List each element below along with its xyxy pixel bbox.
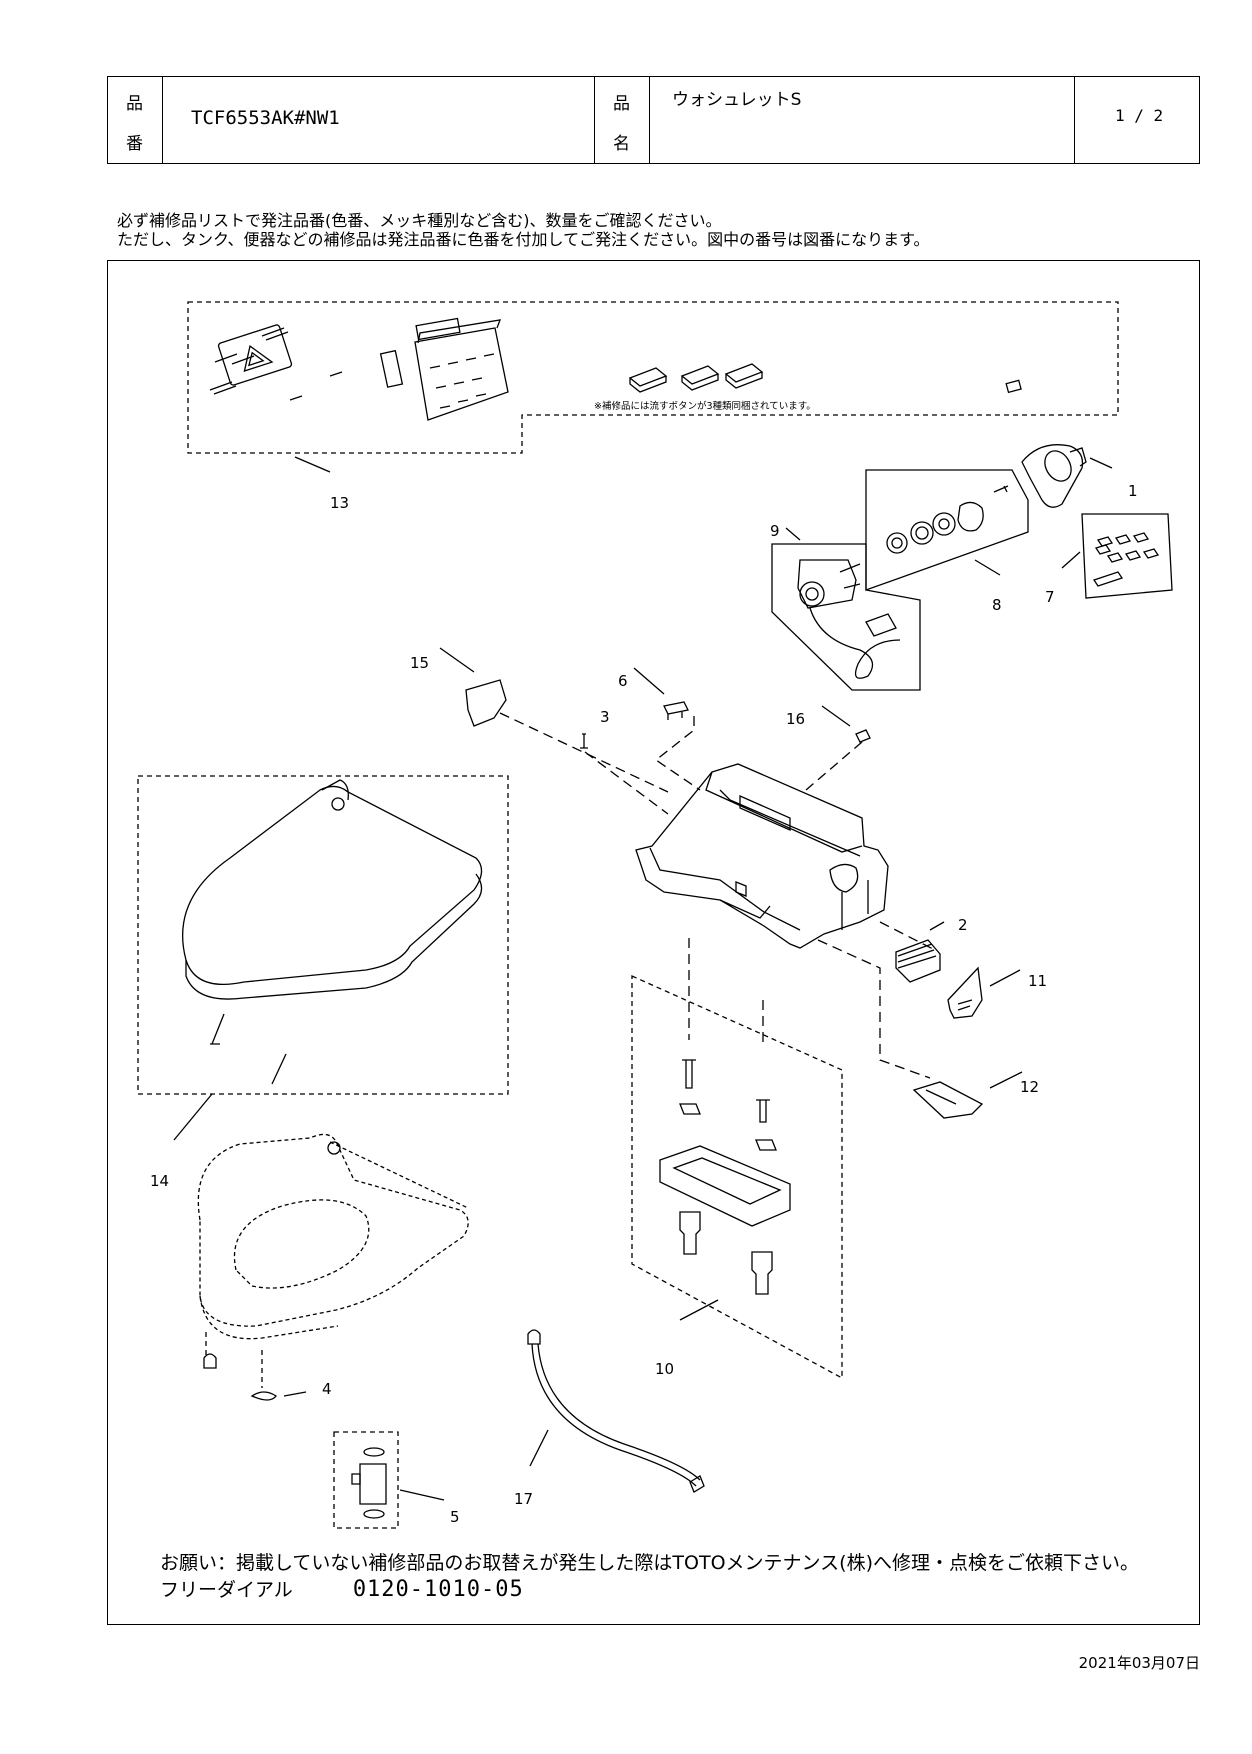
part-no-label-1: 品	[126, 94, 143, 114]
issue-date: 2021年03月07日	[1078, 1654, 1200, 1672]
part-8-rings	[886, 485, 1009, 554]
part-1-knob	[1021, 444, 1087, 508]
part-6-clip	[663, 701, 689, 720]
notice-line-1: 必ず補修品リストで発注品番(色番、メッキ種別など含む)、数量をご確認ください。	[117, 211, 722, 230]
button-note: ※補修品には流すボタンが3種類同梱されています。	[594, 401, 816, 412]
header-table: 品 番 TCF6553AK#NW1 品 名 ウォシュレットS 1 / 2	[107, 76, 1200, 164]
freedial-label: フリーダイアル	[160, 1579, 293, 1601]
part-2-filter	[895, 939, 941, 983]
part-no-cell: TCF6553AK#NW1	[163, 77, 595, 163]
page-number: 1 / 2	[1115, 106, 1164, 125]
product-name: ウォシュレットS	[672, 90, 802, 110]
callout-10: 10	[655, 1360, 675, 1378]
group-9-box	[771, 543, 921, 691]
part-17-hose	[527, 1329, 705, 1493]
wall-plate	[217, 324, 293, 386]
part-11-cover	[947, 966, 983, 1019]
part-number: TCF6553AK#NW1	[191, 107, 340, 129]
part-14-lid	[182, 779, 483, 1085]
part-5-valve	[351, 1447, 387, 1519]
callout-11: 11	[1028, 972, 1048, 990]
callout-3: 3	[600, 708, 610, 726]
callout-9: 9	[770, 522, 780, 540]
group-5-box	[333, 1431, 399, 1529]
name-label-1: 品	[613, 94, 630, 114]
remote-control	[379, 317, 509, 421]
callout-17: 17	[514, 1490, 534, 1508]
part-no-label-cell: 品 番	[108, 77, 163, 163]
callout-13: 13	[330, 494, 350, 512]
group-13-box	[187, 301, 1119, 454]
group-14-box	[137, 775, 509, 1095]
group-7-box	[1081, 513, 1173, 599]
anchor-screws	[209, 327, 343, 401]
part-4-cap	[203, 1353, 217, 1369]
freedial-row: フリーダイアル 0120-1010-05	[160, 1575, 524, 1602]
part-15-bracket	[465, 679, 507, 727]
notice-line-2: ただし、タンク、便器などの補修品は発注品番に色番を付加してご発注ください。図中の…	[117, 230, 930, 249]
part-12-plate	[912, 1081, 984, 1119]
callout-15: 15	[410, 654, 430, 672]
callout-2: 2	[958, 916, 968, 934]
repair-request-text: お願い：掲載していない補修部品のお取替えが発生した際はTOTOメンテナンス(株)…	[160, 1552, 1140, 1574]
group-10-box	[631, 974, 843, 1380]
callout-16: 16	[786, 710, 806, 728]
flush-buttons	[628, 363, 764, 393]
callout-6: 6	[618, 672, 628, 690]
callout-5: 5	[450, 1508, 460, 1526]
diagram-frame	[107, 260, 1200, 1625]
callout-8: 8	[992, 596, 1002, 614]
part-16-clip	[855, 729, 871, 743]
name-label-2: 名	[613, 134, 630, 154]
part-10-base	[659, 1059, 791, 1295]
toilet-seat	[197, 1133, 469, 1340]
main-body-unit	[635, 763, 889, 949]
callout-14: 14	[150, 1172, 170, 1190]
name-label-cell: 品 名	[595, 77, 650, 163]
part-no-label-2: 番	[126, 134, 143, 154]
small-clip	[1005, 379, 1022, 394]
callout-12: 12	[1020, 1078, 1040, 1096]
product-name-cell: ウォシュレットS	[650, 77, 1075, 163]
page-cell: 1 / 2	[1075, 77, 1199, 163]
callout-4: 4	[322, 1380, 332, 1398]
freedial-number[interactable]: 0120-1010-05	[352, 1577, 524, 1602]
callout-1: 1	[1128, 482, 1138, 500]
part-9-valve	[797, 559, 901, 679]
callout-7: 7	[1045, 588, 1055, 606]
part-7-clips	[1092, 532, 1160, 587]
part-3-screw	[580, 733, 588, 749]
part-4-washer	[250, 1391, 277, 1401]
